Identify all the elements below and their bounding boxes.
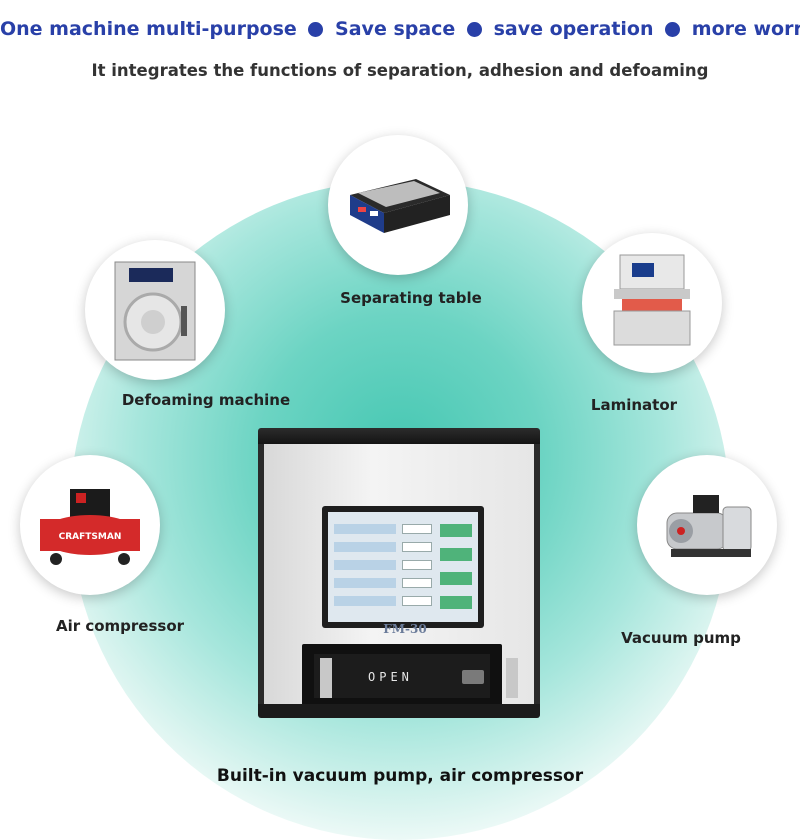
touch-screen-frame [322,506,484,628]
air-compressor-bubble: CRAFTSMAN [20,455,160,595]
bullet-dot-icon [665,22,681,37]
separating-table-bubble [328,135,468,275]
defoaming-machine-label: Defoaming machine [121,391,291,409]
air-compressor-label: Air compressor [55,617,185,635]
drawer-handle-left [320,658,332,698]
bullet-dot-icon [308,22,324,37]
laminator-label: Laminator [590,396,678,414]
drawer-handle-right [506,658,518,698]
drawer-latch-icon [462,670,484,684]
machine-top-cover [258,428,540,446]
vacuum-pump-icon [666,495,752,557]
vacuum-pump-bubble [637,455,777,595]
headline-part-3: save operation [493,18,654,40]
headline-part-4: more worry [691,18,800,40]
headline-part-2: Save space [335,18,456,40]
headline-part-1: One machine multi-purpose [0,18,297,40]
machine-model-label: FM-30 [383,622,427,636]
footer-caption: Built-in vacuum pump, air compressor [216,766,584,786]
drawer-open-label: OPEN [368,670,413,684]
subheadline: It integrates the functions of separatio… [91,61,709,80]
machine-base [258,704,540,718]
defoaming-machine-icon [114,261,196,361]
separating-table-label: Separating table [340,289,482,307]
touch-screen [328,512,478,622]
headline: One machine multi-purpose Save space sav… [0,18,800,40]
fm30-machine: FM-30 OPEN [258,428,540,718]
bullet-dot-icon [466,22,482,37]
machine-drawer: OPEN [302,644,518,708]
defoaming-machine-bubble [85,240,225,380]
machine-body: FM-30 OPEN [258,444,540,708]
separating-table-icon [350,179,450,233]
svg-text:CRAFTSMAN: CRAFTSMAN [59,532,122,542]
air-compressor-icon: CRAFTSMAN [40,489,140,565]
vacuum-pump-label: Vacuum pump [621,629,741,647]
laminator-icon [613,254,691,346]
laminator-bubble [582,233,722,373]
